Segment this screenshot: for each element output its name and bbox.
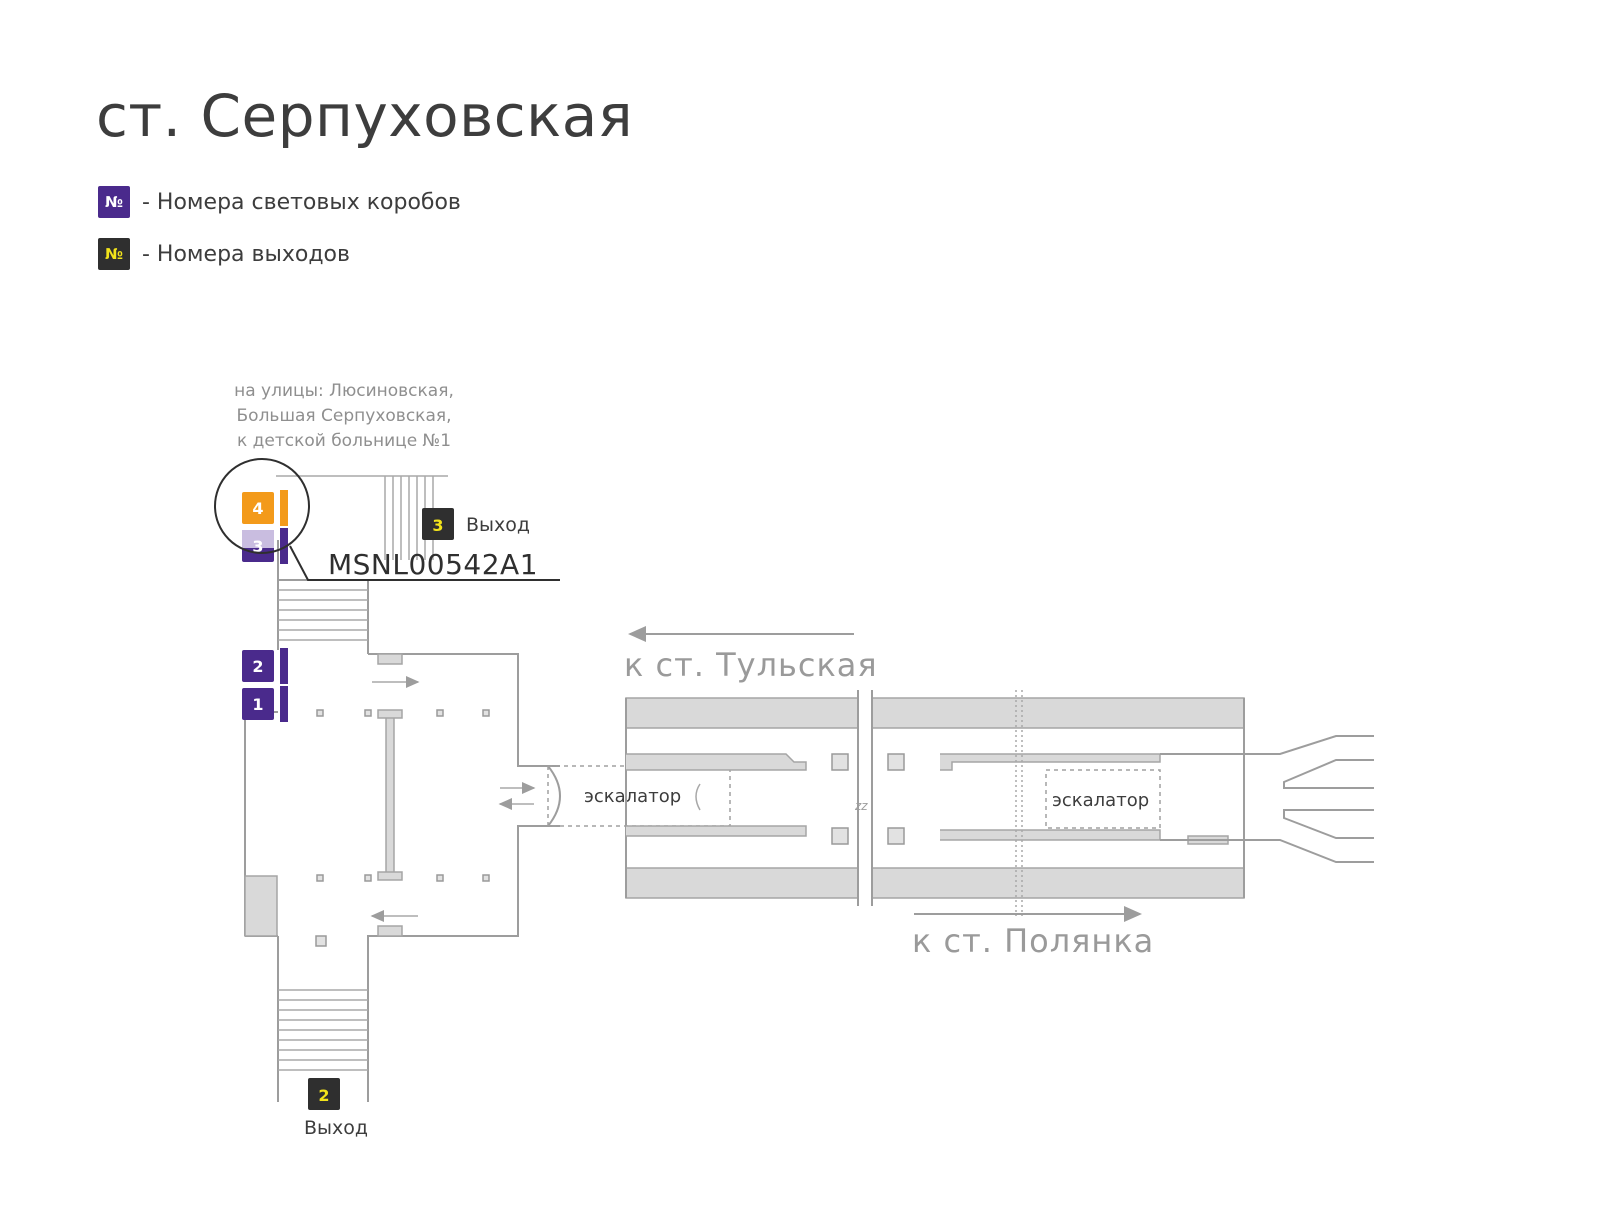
lightbox-1-number: 1 — [252, 695, 263, 714]
exit-2-label: Выход — [304, 1117, 368, 1139]
vestibule-walls — [244, 540, 560, 1102]
direction-polyanka-label: к ст. Полянка — [912, 922, 1154, 960]
legend-text-exits: - Номера выходов — [142, 241, 350, 267]
direction-tulskaya-label: к ст. Тульская — [624, 646, 878, 684]
lightbox-legend-icon: № — [98, 186, 130, 218]
street-note-line-1: на улицы: Люсиновская, — [234, 381, 454, 401]
svg-text:zz: zz — [854, 799, 868, 813]
stairs-upper — [278, 589, 368, 641]
lightbox-3-number: 3 — [252, 537, 263, 556]
legend-text-lightboxes: - Номера световых коробов — [142, 189, 461, 215]
exit-3: 3 Выход — [422, 508, 530, 540]
right-corridor — [1160, 735, 1374, 863]
legend-item-exits: № - Номера выходов — [98, 238, 350, 270]
street-note-line-2: Большая Серпуховская, — [237, 406, 452, 426]
barrier-line — [377, 653, 403, 937]
exit-2-number: 2 — [318, 1086, 329, 1105]
page-title: ст. Серпуховская — [96, 82, 634, 150]
escalator-label-2: эскалатор — [1052, 790, 1149, 811]
street-note-line-3: к детской больнице №1 — [237, 431, 451, 451]
escalator-label-1: эскалатор — [584, 786, 681, 807]
lightbox-4-number: 4 — [252, 499, 263, 518]
lightbox-1: 1 — [242, 686, 288, 722]
legend-item-lightboxes: № - Номера световых коробов — [98, 186, 461, 218]
highlight-code: MSNL00542A1 — [328, 548, 538, 581]
exit-3-number: 3 — [432, 516, 443, 535]
platform-hall: zz — [625, 690, 1245, 916]
flow-arrows — [370, 676, 536, 922]
lightbox-2-number: 2 — [252, 657, 263, 676]
lightbox-3: 3 — [242, 528, 288, 564]
exit-2: 2 Выход — [304, 1078, 368, 1139]
exit-3-label: Выход — [466, 514, 530, 536]
highlight-callout: MSNL00542A1 — [214, 458, 560, 581]
exit-legend-icon: № — [98, 238, 130, 270]
escalator-1: эскалатор — [547, 765, 731, 827]
vestibule-columns — [315, 709, 490, 947]
direction-tulskaya: к ст. Тульская — [624, 626, 878, 684]
lightbox-4: 4 — [242, 490, 288, 526]
stairs-exit-2 — [278, 989, 368, 1071]
direction-polyanka: к ст. Полянка — [912, 906, 1154, 960]
escalator-2: эскалатор — [1045, 769, 1161, 829]
lightbox-2: 2 — [242, 648, 288, 684]
